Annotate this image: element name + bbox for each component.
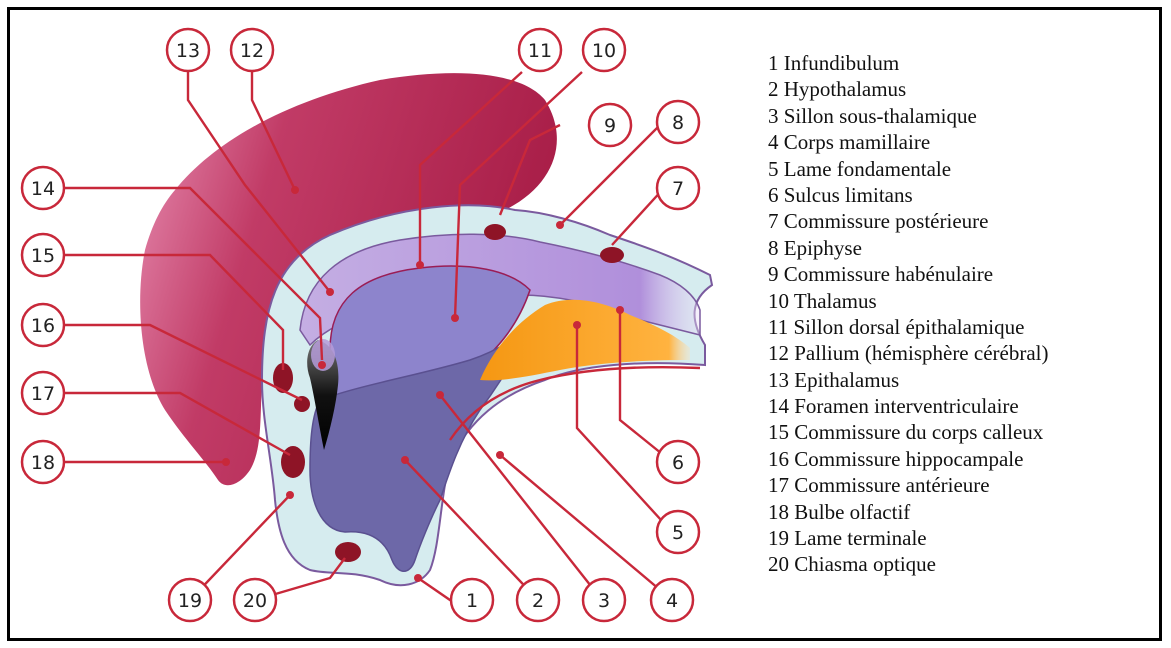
svg-text:2: 2 — [532, 590, 544, 612]
svg-text:17: 17 — [31, 383, 55, 405]
brain-diagram: 13 12 11 10 9 8 7 14 15 16 17 18 6 5 19 … — [0, 0, 760, 648]
svg-text:12: 12 — [240, 40, 264, 62]
callout-18: 18 — [22, 441, 64, 483]
callout-17: 17 — [22, 372, 64, 414]
legend-item-6: 6 Sulcus limitans — [768, 182, 1048, 208]
svg-text:6: 6 — [672, 452, 684, 474]
legend-item-2: 2 Hypothalamus — [768, 76, 1048, 102]
svg-text:10: 10 — [592, 40, 616, 62]
svg-text:13: 13 — [176, 40, 200, 62]
callout-16: 16 — [22, 304, 64, 346]
callout-14: 14 — [22, 167, 64, 209]
commissure-posterieure — [600, 247, 624, 263]
legend-item-20: 20 Chiasma optique — [768, 551, 1048, 577]
svg-text:3: 3 — [598, 590, 610, 612]
callout-11: 11 — [519, 29, 561, 71]
callout-10: 10 — [583, 29, 625, 71]
svg-text:18: 18 — [31, 452, 55, 474]
legend-item-14: 14 Foramen interventriculaire — [768, 393, 1048, 419]
callout-20: 20 — [234, 579, 276, 621]
svg-text:7: 7 — [672, 178, 684, 200]
callout-1: 1 — [451, 579, 493, 621]
legend-item-19: 19 Lame terminale — [768, 525, 1048, 551]
legend-item-9: 9 Commissure habénulaire — [768, 261, 1048, 287]
legend-item-15: 15 Commissure du corps calleux — [768, 419, 1048, 445]
svg-text:14: 14 — [31, 178, 55, 200]
callout-2: 2 — [517, 579, 559, 621]
legend-item-5: 5 Lame fondamentale — [768, 156, 1048, 182]
callout-4: 4 — [651, 579, 693, 621]
svg-text:4: 4 — [666, 590, 678, 612]
svg-text:1: 1 — [466, 590, 478, 612]
legend-item-18: 18 Bulbe olfactif — [768, 499, 1048, 525]
callout-3: 3 — [583, 579, 625, 621]
legend-item-16: 16 Commissure hippocampale — [768, 446, 1048, 472]
callout-13: 13 — [167, 29, 209, 71]
legend-item-1: 1 Infundibulum — [768, 50, 1048, 76]
legend-item-13: 13 Epithalamus — [768, 367, 1048, 393]
callout-7: 7 — [657, 167, 699, 209]
legend-item-12: 12 Pallium (hémisphère cérébral) — [768, 340, 1048, 366]
svg-text:8: 8 — [672, 112, 684, 134]
callout-12: 12 — [231, 29, 273, 71]
legend-list: 1 Infundibulum 2 Hypothalamus 3 Sillon s… — [768, 50, 1048, 578]
svg-text:20: 20 — [243, 590, 267, 612]
legend-item-11: 11 Sillon dorsal épithalamique — [768, 314, 1048, 340]
legend-item-7: 7 Commissure postérieure — [768, 208, 1048, 234]
legend-item-4: 4 Corps mamillaire — [768, 129, 1048, 155]
svg-text:5: 5 — [672, 522, 684, 544]
callout-5: 5 — [657, 511, 699, 553]
svg-text:15: 15 — [31, 245, 55, 267]
chiasma-optique — [335, 542, 361, 562]
legend-item-17: 17 Commissure antérieure — [768, 472, 1048, 498]
commissure-habenulaire — [484, 224, 506, 240]
svg-text:19: 19 — [178, 590, 202, 612]
callout-6: 6 — [657, 441, 699, 483]
svg-text:9: 9 — [604, 115, 616, 137]
legend-item-10: 10 Thalamus — [768, 288, 1048, 314]
legend-item-8: 8 Epiphyse — [768, 235, 1048, 261]
callout-8: 8 — [657, 101, 699, 143]
callout-9: 9 — [589, 104, 631, 146]
callout-19: 19 — [169, 579, 211, 621]
legend-item-3: 3 Sillon sous-thalamique — [768, 103, 1048, 129]
callout-15: 15 — [22, 234, 64, 276]
svg-text:16: 16 — [31, 315, 55, 337]
svg-text:11: 11 — [528, 40, 552, 62]
